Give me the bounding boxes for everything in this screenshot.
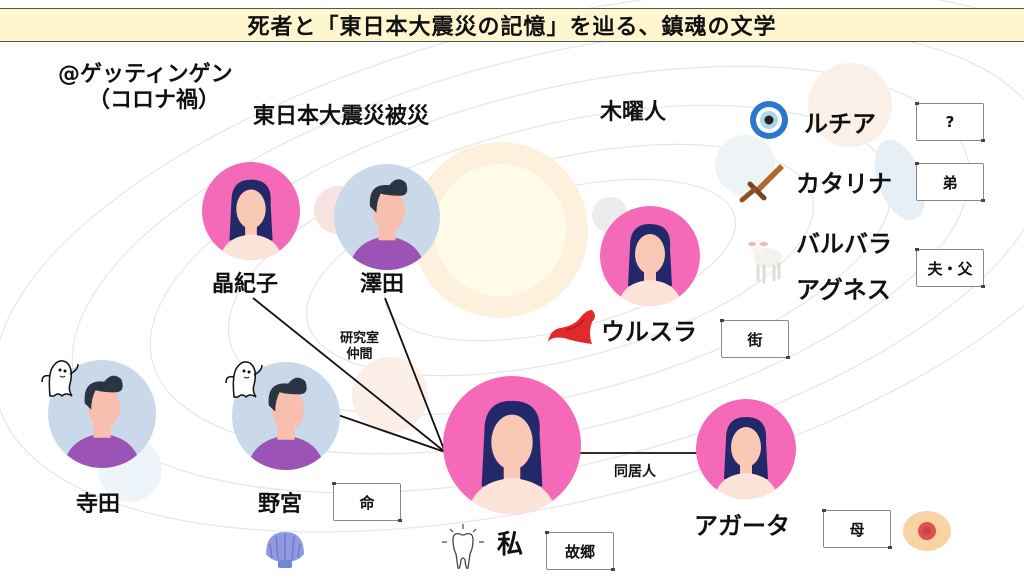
name-agata: アガータ (694, 512, 790, 540)
name-me: 私 (497, 530, 524, 560)
tag-catalina: 弟 (915, 162, 985, 202)
shell-icon (262, 528, 308, 574)
page-title: 死者と「東日本大震災の記憶」を辿る、鎮魂の文学 (247, 15, 777, 40)
red-cape-icon (546, 308, 598, 350)
group-earthquake-label: 東日本大震災被災 (253, 104, 430, 129)
group-gottingen-label: @ゲッティンゲン (58, 62, 233, 87)
name-catalina: カタリナ (796, 170, 892, 198)
avatar-sawada[interactable] (334, 164, 440, 270)
name-ursula: ウルスラ (601, 318, 697, 346)
female-avatar-icon (600, 206, 700, 306)
name-sawada: 澤田 (360, 272, 405, 297)
name-agnes: アグネス (796, 276, 891, 304)
avatar-ursula[interactable] (600, 206, 700, 306)
tooth-icon (440, 524, 486, 578)
name-akiko: 晶紀子 (212, 272, 279, 297)
ghost-icon (222, 357, 266, 405)
tag-ursula: 街 (720, 319, 790, 359)
tag-me: 故郷 (545, 531, 615, 571)
name-barbara: バルバラ (796, 230, 892, 258)
tag-lucia: ? (915, 102, 985, 142)
sword-icon (738, 162, 788, 208)
avatar-me[interactable] (443, 376, 581, 514)
evil-eye-icon (749, 100, 789, 144)
name-nomiya: 野宮 (258, 492, 303, 517)
relation-roommate: 同居人 (614, 464, 656, 480)
female-avatar-icon (443, 376, 581, 514)
tag-agata: 母 (822, 509, 892, 549)
name-terada: 寺田 (76, 492, 121, 517)
ghost-icon (38, 356, 82, 404)
breast-icon (902, 510, 952, 556)
title-bar: 死者と「東日本大震災の記憶」を辿る、鎮魂の文学 (0, 8, 1024, 42)
name-lucia: ルチア (804, 110, 876, 138)
lamb-icon (746, 236, 786, 288)
sun-icon (412, 142, 588, 318)
avatar-akiko[interactable] (202, 162, 300, 260)
tag-nomiya: 命 (332, 482, 402, 522)
tag-agnes-barbara: 夫・父 (915, 248, 985, 288)
male-avatar-icon (334, 164, 440, 270)
group-corona-label: （コロナ禍） (88, 88, 221, 113)
female-avatar-icon (202, 162, 300, 260)
group-thursday-label: 木曜人 (600, 100, 667, 125)
female-avatar-icon (696, 399, 796, 499)
avatar-agata[interactable] (696, 399, 796, 499)
relation-lab-mates: 研究室 仲間 (340, 331, 380, 362)
